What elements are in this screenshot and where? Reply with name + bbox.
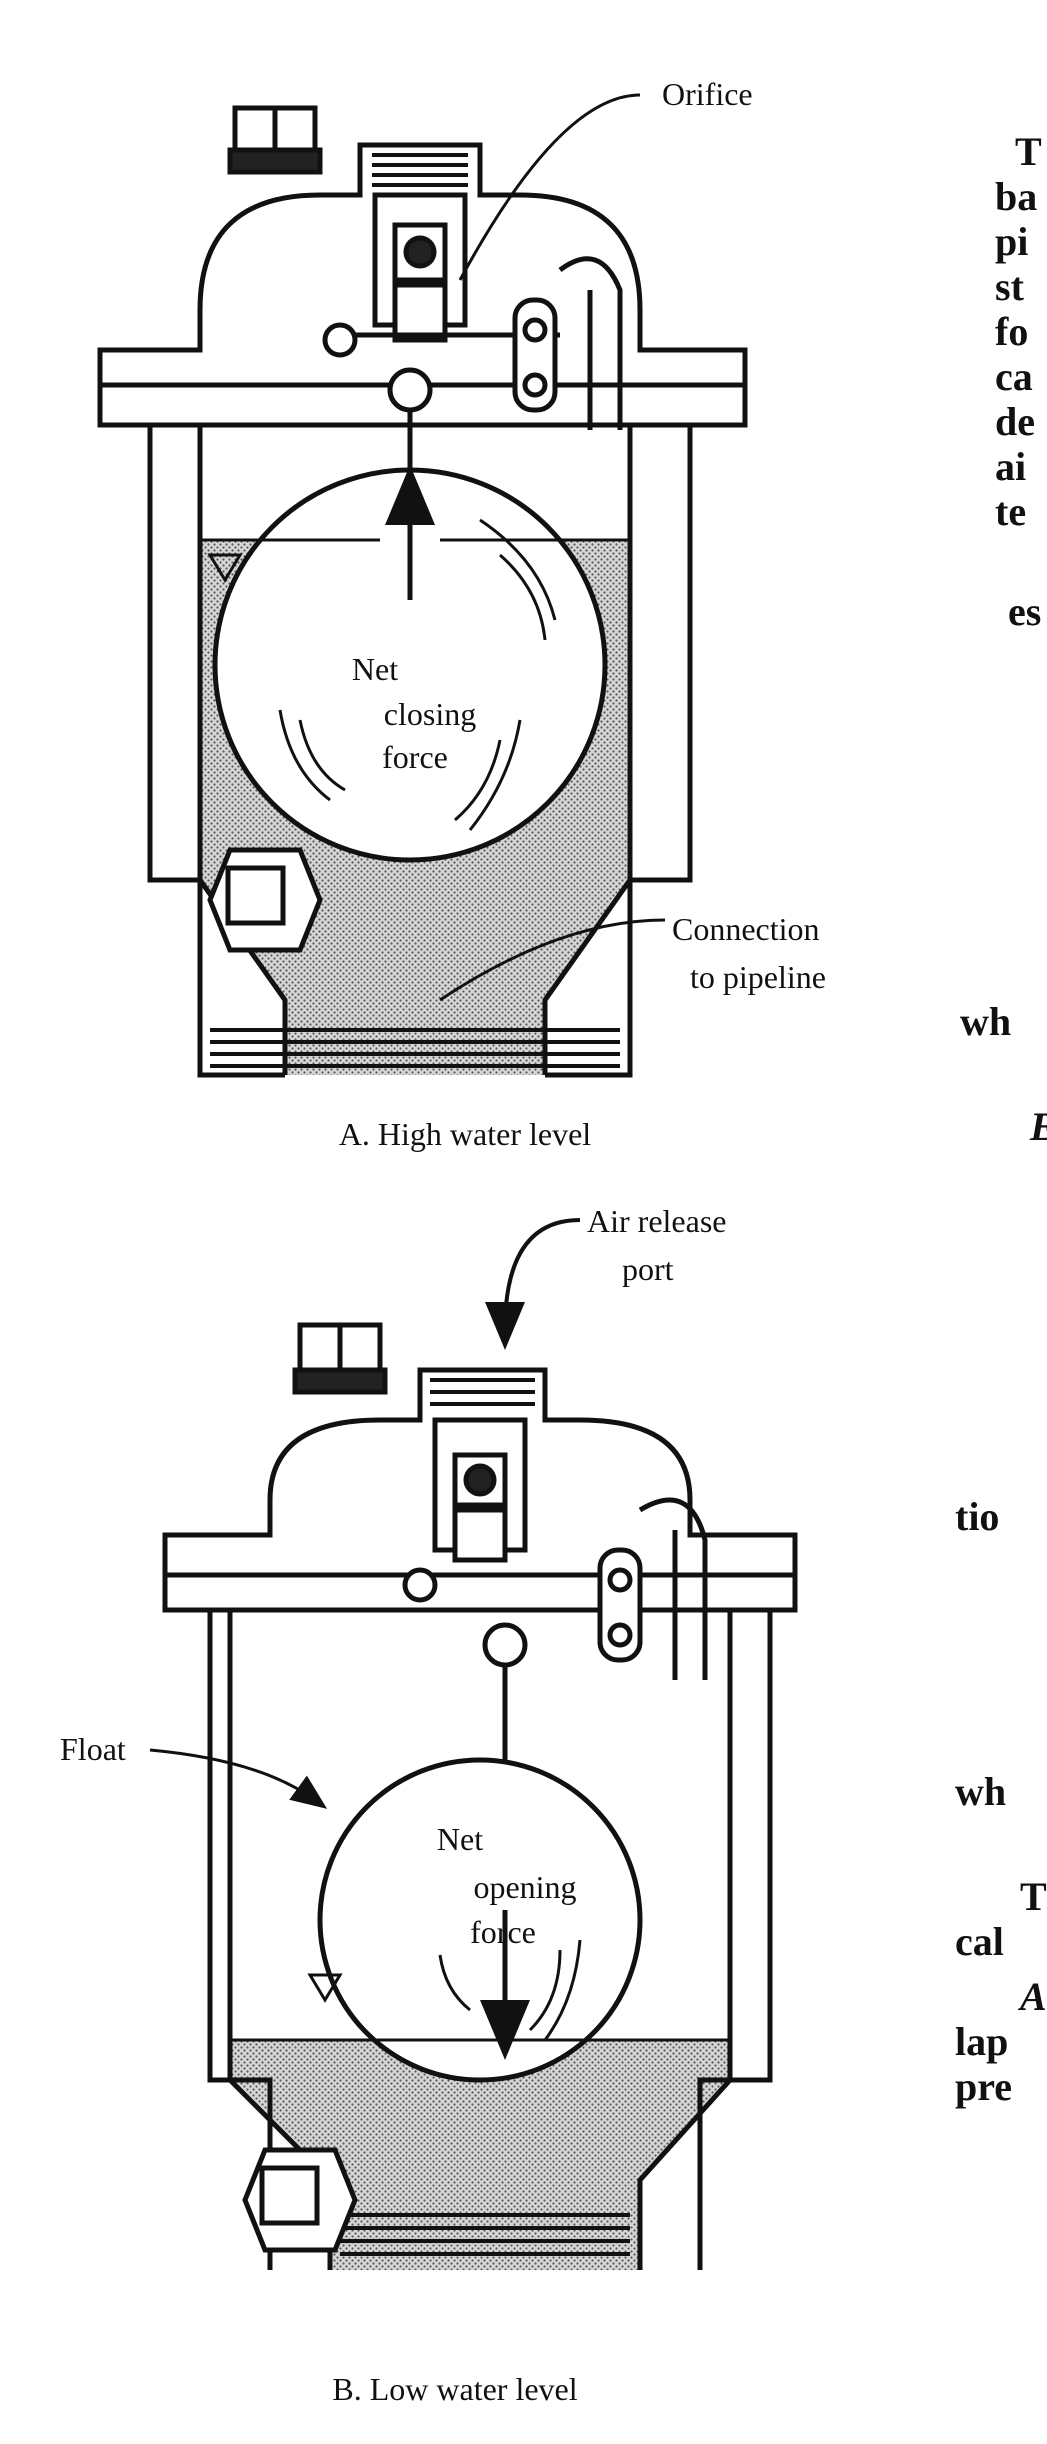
text-fragment: A [1017, 1974, 1047, 2019]
figure-b-float [317, 1757, 643, 2083]
text-fragment: fo [995, 309, 1028, 354]
figure-b-inner-label-3: force [470, 1914, 536, 1950]
float-leader [149, 1748, 328, 1809]
text-fragment: T [1020, 1874, 1047, 1919]
figure-b-caption: B. Low water level [332, 2371, 577, 2407]
text-fragment: ca [995, 354, 1033, 399]
float-label: Float [60, 1731, 126, 1767]
text-fragment: cal [955, 1919, 1004, 1964]
connection-label-2: to pipeline [690, 959, 826, 995]
text-fragment: tio [955, 1494, 999, 1539]
figure-a-inner-label-2: closing [384, 696, 476, 732]
right-text-column: T ba pi st fo ca de ai te es wh E tio wh… [955, 129, 1047, 2109]
text-fragment: es [1008, 589, 1041, 634]
figure-b-water [230, 2040, 730, 2270]
figure-b-valve [162, 1322, 798, 2270]
text-fragment: lap [955, 2019, 1008, 2064]
text-fragment: pre [955, 2064, 1012, 2109]
text-fragment: wh [960, 999, 1011, 1044]
figure-a-inner-label-3: force [382, 739, 448, 775]
connection-label-1: Connection [672, 911, 820, 947]
air-release-label-2: port [622, 1251, 674, 1287]
text-fragment: ai [995, 444, 1026, 489]
text-fragment: wh [955, 1769, 1006, 1814]
orifice-label: Orifice [662, 76, 753, 112]
text-fragment: T [1015, 129, 1042, 174]
text-fragment: E [1029, 1104, 1047, 1149]
figure-a-inner-label-1: Net [352, 651, 398, 687]
text-fragment: te [995, 489, 1026, 534]
orifice-leader [458, 93, 641, 281]
text-fragment: st [995, 264, 1025, 309]
text-fragment: de [995, 399, 1035, 444]
figure-a-caption: A. High water level [339, 1116, 591, 1152]
figure-b-inner-label-1: Net [437, 1821, 483, 1857]
figure-a-valve [97, 105, 748, 1078]
air-release-label-1: Air release [587, 1203, 726, 1239]
text-fragment: pi [995, 219, 1028, 264]
text-fragment: ba [995, 174, 1037, 219]
connection-leader [439, 918, 666, 1002]
figure-b-inner-label-2: opening [473, 1869, 576, 1905]
air-release-arrow [485, 1218, 581, 1350]
